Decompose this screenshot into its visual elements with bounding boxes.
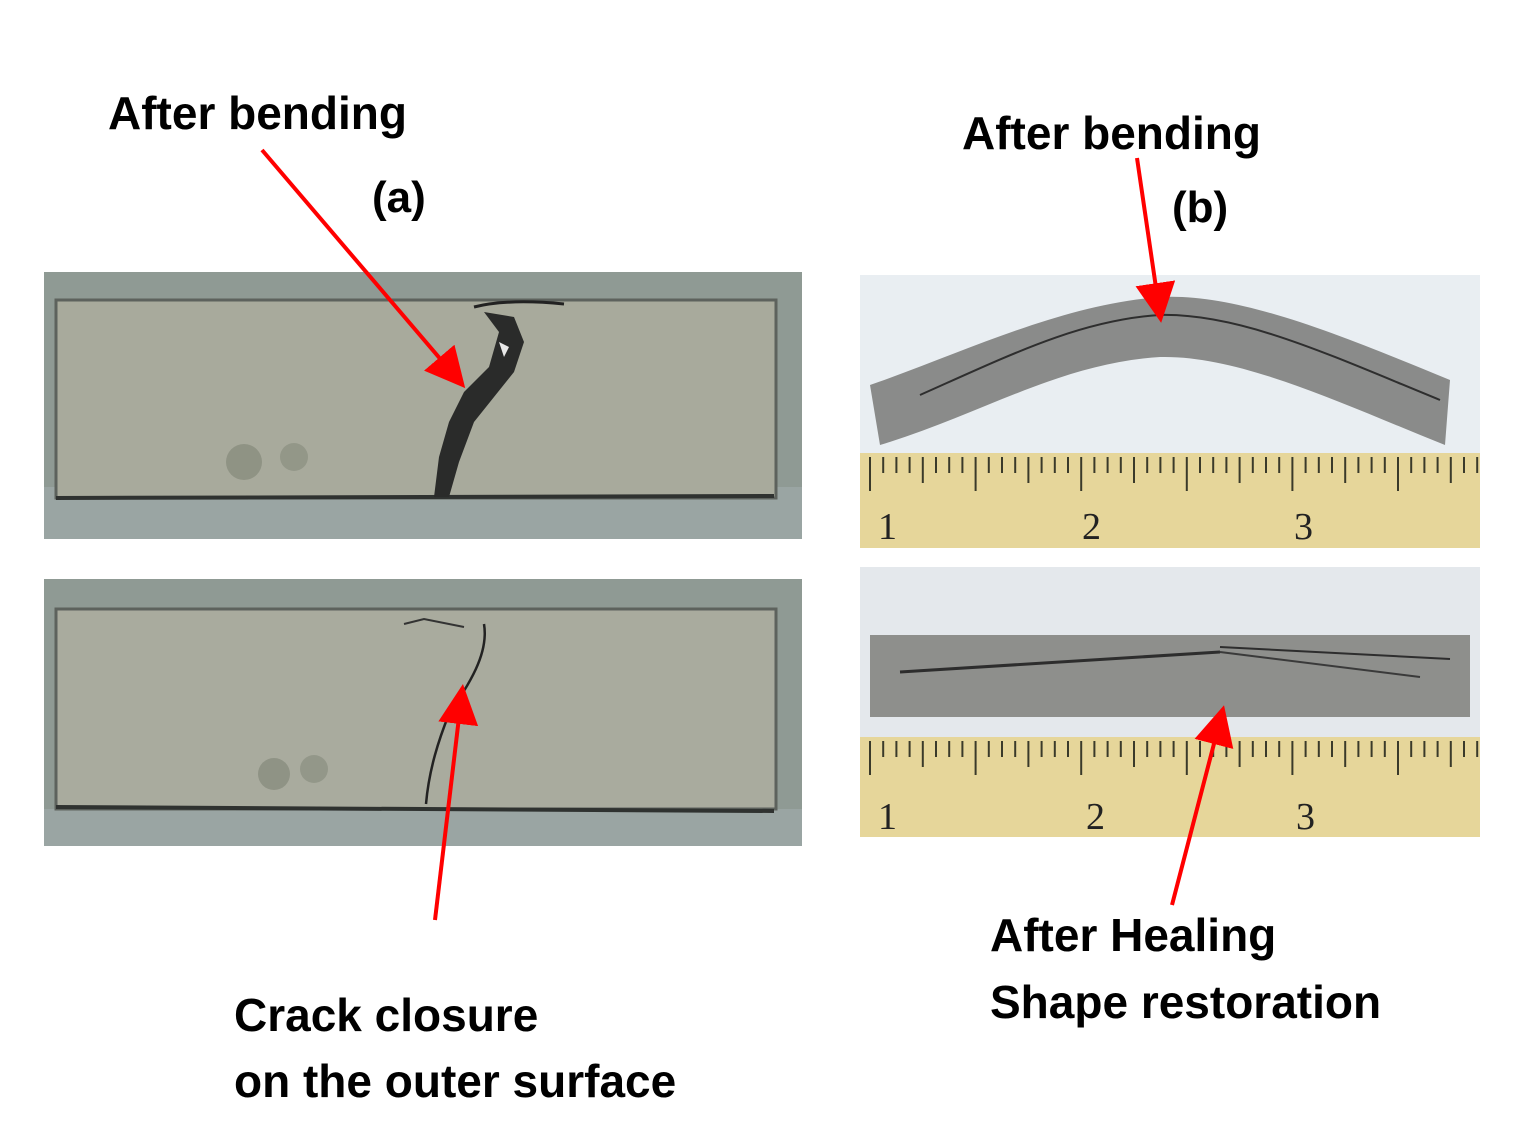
panel-b-photo-restored: 1 2 3 <box>860 567 1480 837</box>
panel-a-photo-healed <box>44 579 802 846</box>
panel-a-photo-cracked <box>44 272 802 539</box>
panel-a-bottom-caption-line1: Crack closure <box>234 989 539 1041</box>
panel-b-photo-bent: 1 2 3 <box>860 275 1480 548</box>
panel-a-label: (a) <box>372 173 426 222</box>
ruler1-number-2: 2 <box>1082 506 1101 548</box>
ruler2-number-3: 3 <box>1296 796 1315 837</box>
ruler1-number-3: 3 <box>1294 506 1313 548</box>
panel-a-top-caption: After bending <box>108 87 407 139</box>
ruler2-number-2: 2 <box>1086 796 1105 837</box>
ruler1-number-1: 1 <box>878 506 897 548</box>
ruler2-number-1: 1 <box>878 796 897 837</box>
panel-b-bottom-caption-line2: Shape restoration <box>990 976 1382 1028</box>
panel-b-label: (b) <box>1172 183 1229 232</box>
panel-b-top-caption: After bending <box>962 107 1261 159</box>
panel-a-bottom-caption-line2: on the outer surface <box>234 1055 677 1107</box>
panel-b-bottom-caption-line1: After Healing <box>990 909 1277 961</box>
